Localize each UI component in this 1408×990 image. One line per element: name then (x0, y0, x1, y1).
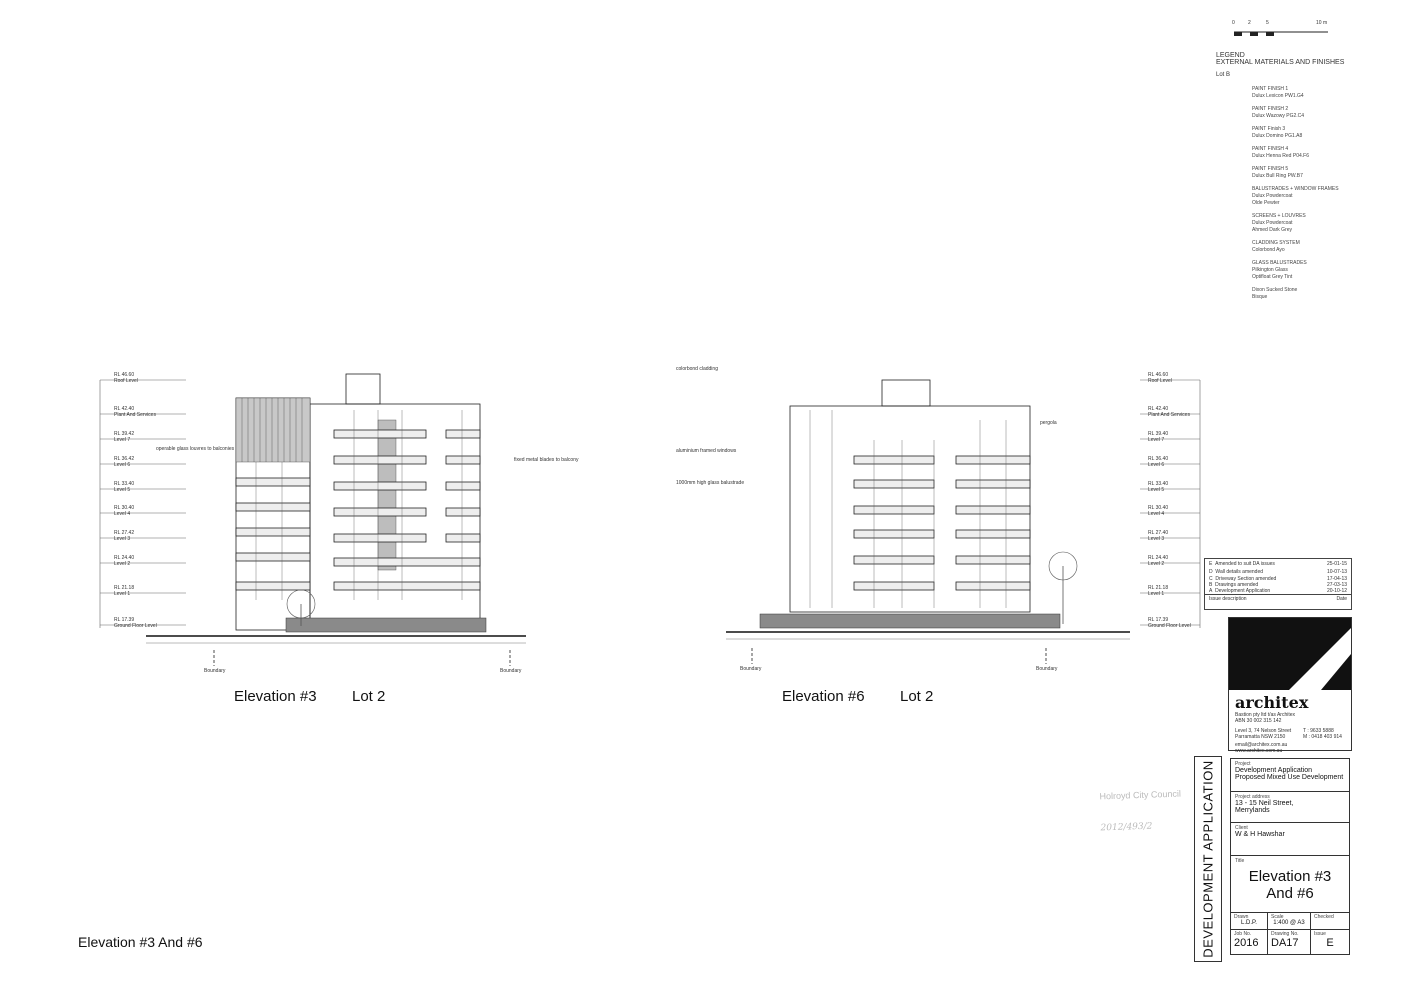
address-box: Project address 13 - 15 Neil Street, Mer… (1230, 791, 1350, 823)
company-email: email@architex.com.au (1235, 742, 1288, 748)
project-box: Project Development Application Proposed… (1230, 758, 1350, 792)
company-block: architex Bastion pty ltd t/as Architex A… (1228, 617, 1352, 755)
annotation-note: pergola (1040, 420, 1057, 426)
elevation-3-title: Elevation #3 (234, 688, 317, 705)
company-line: Bastion pty ltd t/as Architex (1235, 712, 1296, 718)
annotation-note: aluminium framed windows (676, 448, 737, 454)
elevation-6-svg (726, 379, 1201, 664)
elevation-3-svg (99, 373, 526, 666)
council-stamp: Holroyd City Council 2012/493/2 (1099, 788, 1182, 834)
annotation-note: 1000mm high glass balustrade (676, 480, 745, 486)
title-box: Title Elevation #3 And #6 (1230, 855, 1350, 913)
boundary-label: Boundary (204, 668, 226, 674)
annotation-note: fixed metal blades to balcony (514, 457, 579, 463)
vertical-label-box: DEVELOPMENT APPLICATION (1194, 756, 1222, 962)
scale-tick: 2 (1248, 20, 1251, 26)
architex-logo-mark (1229, 618, 1351, 690)
legend-subtitle: EXTERNAL MATERIALS AND FINISHES (1216, 59, 1345, 66)
elevation-6-lot: Lot 2 (900, 688, 934, 705)
scale-tick: 5 (1266, 20, 1269, 26)
title-block: Project Development Application Proposed… (1230, 758, 1350, 962)
elevation-6-title: Elevation #6 (782, 688, 865, 705)
scale-tick: 10 m (1316, 20, 1328, 26)
client-box: Client W & H Hawshar (1230, 822, 1350, 856)
drawing-title: And #6 (1266, 885, 1314, 902)
sheet-caption: Elevation #3 And #6 (78, 934, 203, 950)
boundary-label: Boundary (1036, 666, 1058, 672)
boundary-label: Boundary (500, 668, 522, 674)
annotation-note: operable glass louvres to balconies (156, 446, 235, 452)
vertical-label: DEVELOPMENT APPLICATION (1200, 760, 1216, 958)
scale-bar: 0 2 5 10 m (1228, 20, 1338, 40)
annotation-note: colorbond cladding (676, 366, 718, 372)
legend: LEGEND EXTERNAL MATERIALS AND FINISHES L… (1216, 52, 1386, 307)
company-contact: Level 3, 74 Nelson Street Parramatta NSW… (1235, 727, 1342, 740)
company-line: ABN 30 002 315 142 (1235, 718, 1282, 725)
scale-tick: 0 (1232, 20, 1235, 26)
legend-lot: Lot B (1216, 72, 1231, 78)
company-name: architex (1235, 693, 1309, 712)
boundary-label: Boundary (740, 666, 762, 672)
elevation-3-lot: Lot 2 (352, 688, 386, 705)
drawing-title: Elevation #3 (1248, 868, 1332, 885)
company-web: www.architex.com.au (1235, 748, 1283, 755)
legend-title: LEGEND (1216, 52, 1245, 59)
